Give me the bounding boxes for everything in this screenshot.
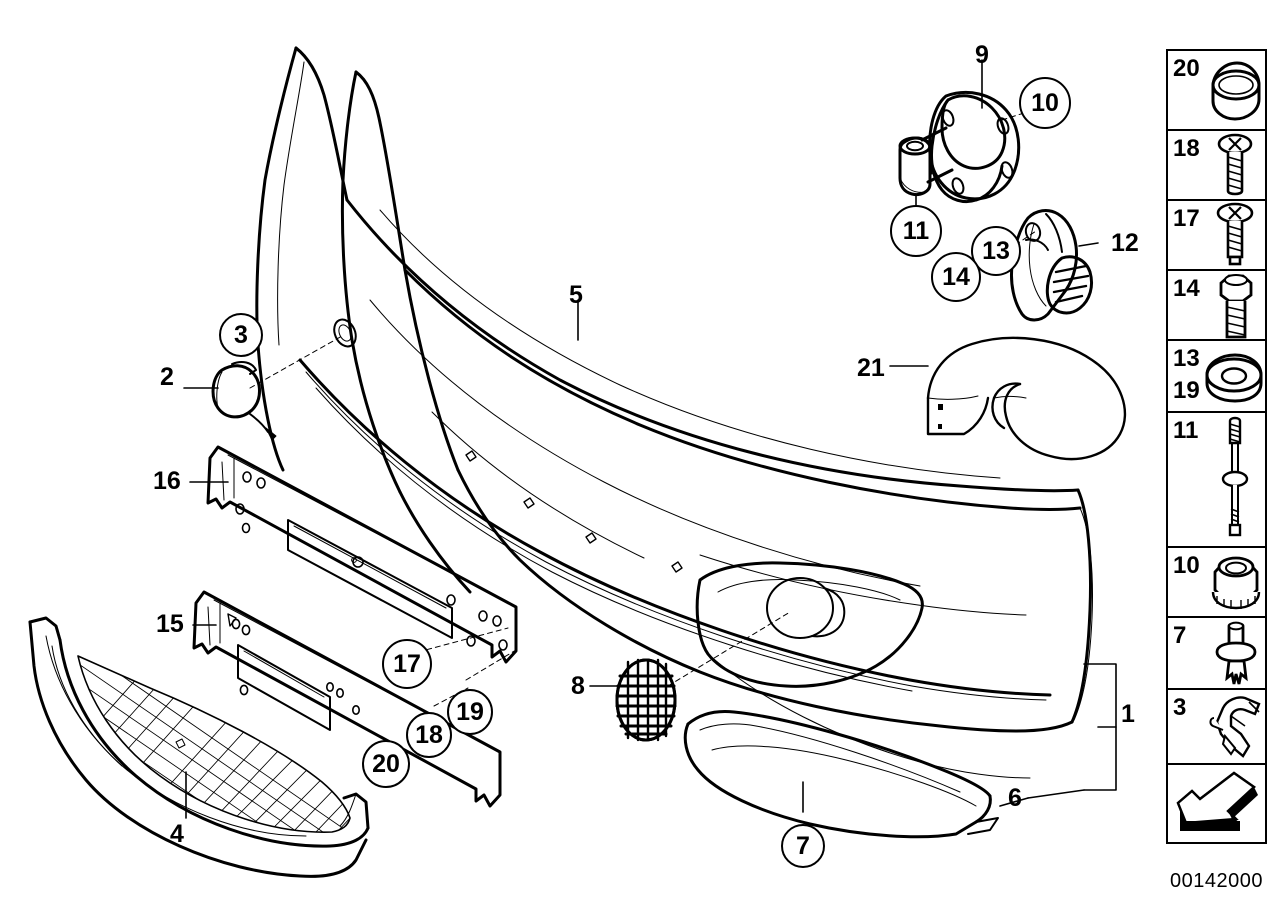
callout-5-bumper-trim-panel: 5 <box>569 281 583 309</box>
legend-item-arrow <box>1168 765 1265 842</box>
round-cover-cap-icon <box>1211 61 1261 121</box>
long-threaded-bolt-icon <box>1221 416 1249 537</box>
direction-arrow-icon <box>1176 771 1258 831</box>
legend-number-14: 14 <box>1173 275 1200 302</box>
callout-12-bracket: 12 <box>1111 229 1139 257</box>
callout-14-hex-bolt: 14 <box>931 252 981 302</box>
legend-number-19: 19 <box>1173 377 1200 404</box>
legend-number-20: 20 <box>1173 55 1200 82</box>
callout-21-impact-absorber: 21 <box>857 354 885 382</box>
callout-20-cover-cap: 20 <box>362 740 410 788</box>
legend-item-10[interactable]: 10 <box>1168 548 1265 618</box>
callout-3-clip: 3 <box>219 313 263 357</box>
spring-clip-icon <box>1209 696 1261 758</box>
legend-item-11[interactable]: 11 <box>1168 413 1265 548</box>
callout-1-bumper-assembly: 1 <box>1121 700 1135 728</box>
legend-item-7[interactable]: 7 <box>1168 618 1265 690</box>
callout-6-spoiler-lip: 6 <box>1008 784 1022 812</box>
expanding-rivet-icon <box>1215 621 1257 685</box>
legend-item-3[interactable]: 3 <box>1168 690 1265 765</box>
legend-item-13-19[interactable]: 13 19 <box>1168 341 1265 413</box>
legend-number-10: 10 <box>1173 552 1200 579</box>
callout-10-hex-nut: 10 <box>1019 77 1071 129</box>
callout-8-mesh-cover: 8 <box>571 672 585 700</box>
callout-18-oval-head-screw: 18 <box>406 712 452 758</box>
callout-11-threaded-bolt: 11 <box>890 205 942 257</box>
callout-2-tow-hook-cover: 2 <box>160 363 174 391</box>
cross-head-screw-icon <box>1217 133 1253 196</box>
cross-head-screw-icon <box>1216 202 1254 266</box>
legend-sidebar: 20 18 <box>1166 49 1267 844</box>
legend-number-11: 11 <box>1173 417 1199 444</box>
flanged-hex-nut-icon <box>1211 556 1261 610</box>
flat-washer-icon <box>1205 353 1263 403</box>
legend-number-3: 3 <box>1173 694 1187 721</box>
callout-17-self-tapping-screw: 17 <box>382 639 432 689</box>
legend-item-17[interactable]: 17 <box>1168 201 1265 271</box>
callout-7-expanding-rivet: 7 <box>781 824 825 868</box>
legend-item-20[interactable]: 20 <box>1168 51 1265 131</box>
legend-number-18: 18 <box>1173 135 1200 162</box>
legend-number-7: 7 <box>1173 622 1187 649</box>
callout-15-plate-holder-lower: 15 <box>156 610 184 638</box>
legend-item-18[interactable]: 18 <box>1168 131 1265 201</box>
callout-4-lower-grille: 4 <box>170 820 184 848</box>
legend-item-14[interactable]: 14 <box>1168 271 1265 341</box>
callout-16-plate-holder-upper: 16 <box>153 467 181 495</box>
diagram-code: 00142000 <box>1170 870 1263 892</box>
legend-number-17: 17 <box>1173 205 1200 232</box>
hex-head-bolt-icon <box>1219 274 1253 339</box>
callout-19-washer: 19 <box>447 689 493 735</box>
callout-9-tow-fitting: 9 <box>975 41 989 69</box>
legend-number-13: 13 <box>1173 345 1200 372</box>
